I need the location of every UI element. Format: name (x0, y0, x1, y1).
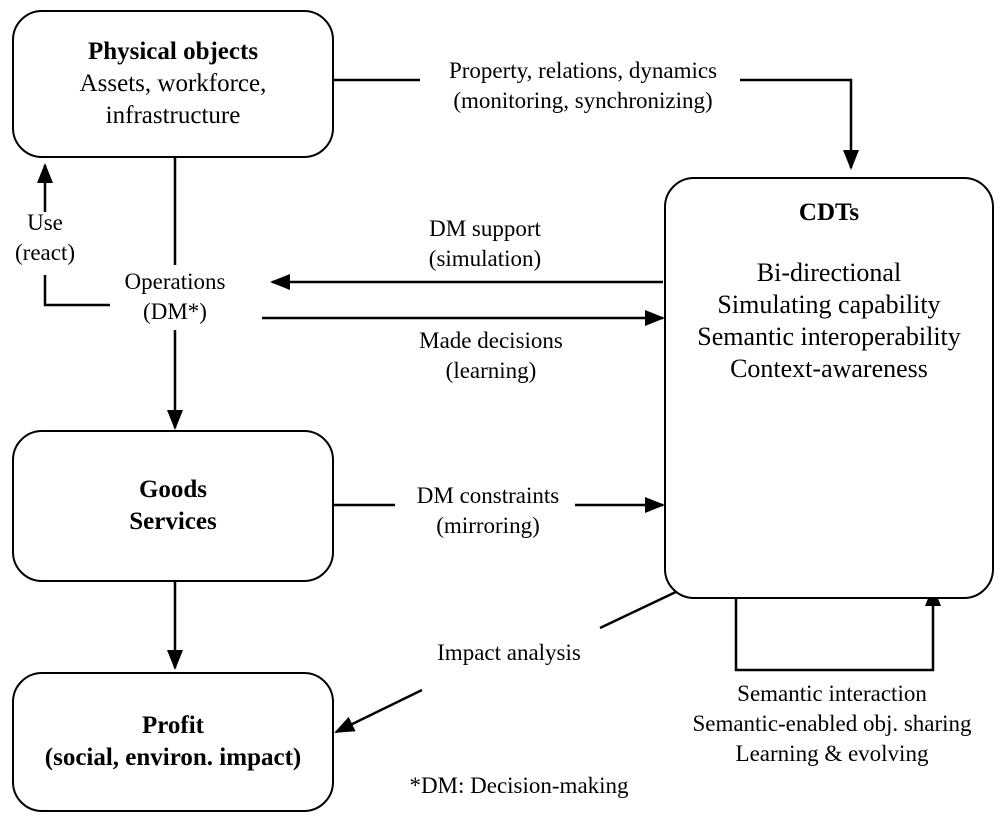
arrow-property-to-cdts (333, 78, 851, 168)
physical-objects-box: Physical objects Assets, workforce, infr… (12, 10, 334, 158)
physical-objects-line1: Assets, workforce, (79, 70, 267, 97)
label-react: (react) (15, 240, 75, 265)
label-made-decisions-line2: (learning) (445, 358, 537, 383)
label-impact-analysis-text: Impact analysis (437, 640, 581, 665)
footnote-dm-text: *DM: Decision-making (409, 773, 629, 798)
label-dm-support-line1: DM support (429, 216, 541, 241)
arrow-impact-analysis (336, 588, 681, 732)
cdts-feature-bidirectional: Bi-directional (756, 258, 902, 287)
label-use: Use (27, 210, 63, 235)
label-semantic-interaction: Semantic interaction Semantic-enabled ob… (664, 679, 1000, 769)
label-semantic-line2: Semantic-enabled obj. sharing (692, 711, 972, 736)
label-use-react: Use (react) (4, 208, 86, 268)
label-dm-support-line2: (simulation) (428, 246, 542, 271)
label-dm-constraints-line2: (mirroring) (436, 513, 540, 538)
profit-impact-label: (social, environ. impact) (44, 744, 302, 771)
label-operations-line2: (DM*) (143, 299, 207, 324)
label-made-decisions-line1: Made decisions (419, 328, 563, 353)
physical-objects-title: Physical objects (87, 38, 259, 65)
services-label: Services (129, 508, 217, 535)
label-made-decisions: Made decisions (learning) (398, 326, 584, 386)
arrow-semantic-loop (734, 586, 941, 672)
label-impact-analysis: Impact analysis (412, 638, 606, 668)
profit-box: Profit (social, environ. impact) (12, 672, 334, 812)
label-property-line2: (monitoring, synchronizing) (453, 88, 713, 113)
label-semantic-line3: Learning & evolving (735, 741, 929, 766)
arrow-use-react (45, 165, 110, 307)
physical-objects-line2: infrastructure (105, 102, 241, 129)
cdts-title: CDTs (798, 199, 860, 226)
cdts-feature-semantic-interop: Semantic interoperability (697, 322, 961, 351)
label-dm-support: DM support (simulation) (400, 214, 570, 274)
footnote-dm: *DM: Decision-making (384, 771, 654, 801)
label-semantic-line1: Semantic interaction (737, 681, 927, 706)
label-dm-constraints: DM constraints (mirroring) (396, 481, 580, 541)
label-operations: Operations (DM*) (112, 267, 238, 327)
cdts-box: CDTs Bi-directional Simulating capabilit… (664, 177, 994, 599)
label-property-line1: Property, relations, dynamics (448, 58, 718, 83)
label-dm-constraints-line1: DM constraints (416, 483, 560, 508)
cdts-feature-context: Context-awareness (730, 354, 928, 383)
goods-label: Goods (138, 476, 208, 503)
label-operations-line1: Operations (124, 269, 226, 294)
cdts-feature-simulating: Simulating capability (717, 290, 941, 319)
profit-label: Profit (141, 712, 204, 739)
goods-services-box: Goods Services (12, 430, 334, 582)
label-property-relations: Property, relations, dynamics (monitorin… (418, 56, 748, 116)
